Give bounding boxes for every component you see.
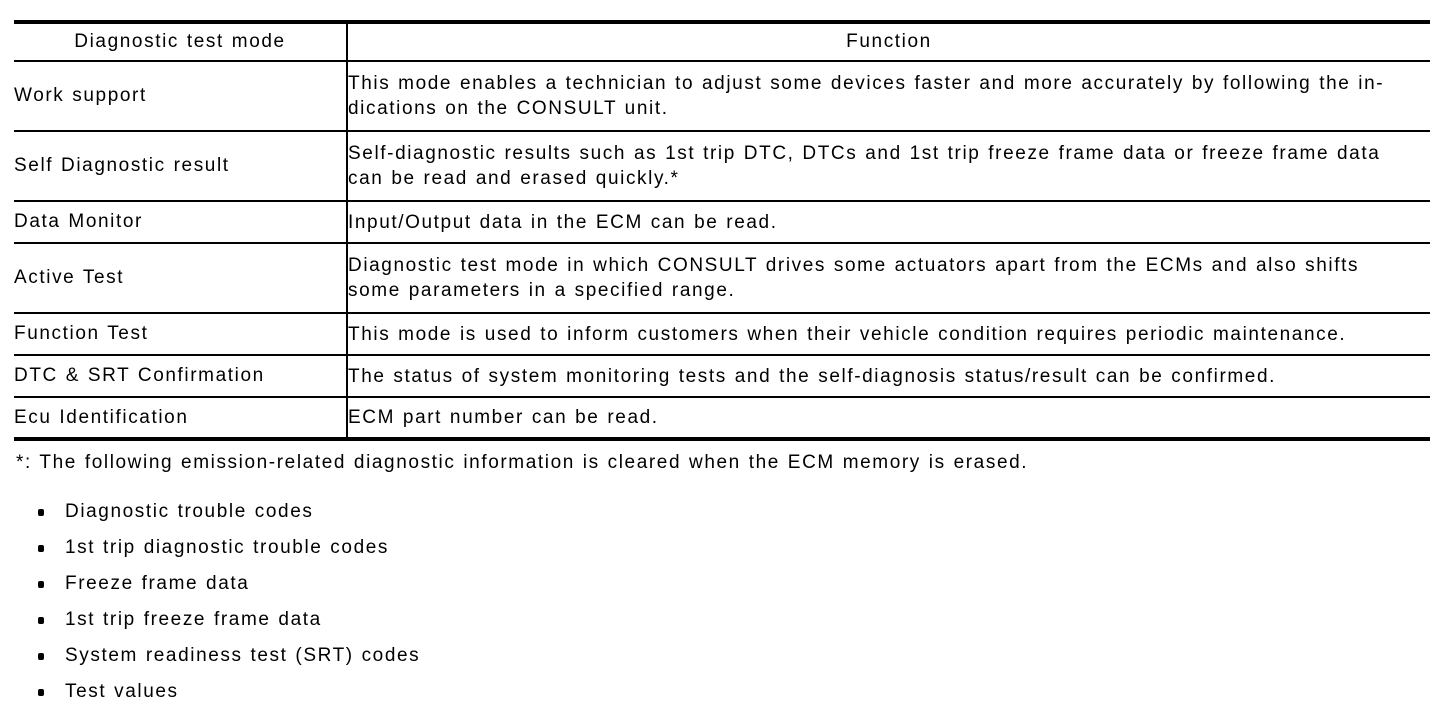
table-row: Data Monitor Input/Output data in the EC… (14, 201, 1430, 244)
function-cell: ECM part number can be read. (347, 397, 1430, 440)
function-cell: This mode is used to inform customers wh… (347, 313, 1430, 356)
table-row: DTC & SRT Confirmation The status of sys… (14, 355, 1430, 398)
list-item: Freeze frame data (38, 566, 1418, 602)
bullet-icon (38, 544, 44, 552)
bullet-icon (38, 616, 44, 624)
mode-cell: Self Diagnostic result (14, 131, 348, 202)
list-item: 1st trip diagnostic trouble codes (38, 530, 1418, 566)
function-cell: The status of system monitoring tests an… (347, 355, 1430, 398)
list-item-label: System readiness test (SRT) codes (65, 645, 421, 666)
list-item: Diagnostic trouble codes (38, 494, 1418, 530)
header-diagnostic-test-mode: Diagnostic test mode (14, 22, 348, 62)
table-row: Work support This mode enables a technic… (14, 61, 1430, 132)
asterisk-footnote: *: The following emission-related diagno… (16, 452, 1029, 473)
list-item: Test values (38, 674, 1418, 710)
mode-cell: Data Monitor (14, 201, 348, 244)
mode-cell: DTC & SRT Confirmation (14, 355, 348, 398)
table-row: Self Diagnostic result Self-diagnostic r… (14, 131, 1430, 202)
list-item-label: 1st trip freeze frame data (65, 609, 322, 630)
bullet-icon (38, 508, 44, 516)
function-cell: Self-diagnostic results such as 1st trip… (347, 131, 1430, 202)
bullet-icon (38, 580, 44, 588)
diagnostic-test-mode-table: Diagnostic test mode Function Work suppo… (14, 20, 1430, 441)
table-row: Function Test This mode is used to infor… (14, 313, 1430, 356)
mode-cell: Active Test (14, 243, 348, 314)
table-header-row: Diagnostic test mode Function (14, 22, 1430, 62)
list-item-label: Test values (65, 681, 179, 702)
list-item-label: 1st trip diagnostic trouble codes (65, 537, 390, 558)
list-item: System readiness test (SRT) codes (38, 638, 1418, 674)
bullet-icon (38, 652, 44, 660)
header-function: Function (347, 22, 1430, 62)
list-item-label: Freeze frame data (65, 573, 250, 594)
function-cell: This mode enables a technician to adjust… (347, 61, 1430, 132)
list-item: 1st trip freeze frame data (38, 602, 1418, 638)
mode-cell: Work support (14, 61, 348, 132)
list-item-label: Diagnostic trouble codes (65, 501, 314, 522)
function-cell: Input/Output data in the ECM can be read… (347, 201, 1430, 244)
table-row: Ecu Identification ECM part number can b… (14, 397, 1430, 440)
bullet-icon (38, 688, 44, 696)
mode-cell: Ecu Identification (14, 397, 348, 440)
table-row: Active Test Diagnostic test mode in whic… (14, 243, 1430, 314)
function-cell: Diagnostic test mode in which CONSULT dr… (347, 243, 1430, 314)
mode-cell: Function Test (14, 313, 348, 356)
cleared-information-list: Diagnostic trouble codes 1st trip diagno… (38, 494, 1418, 710)
